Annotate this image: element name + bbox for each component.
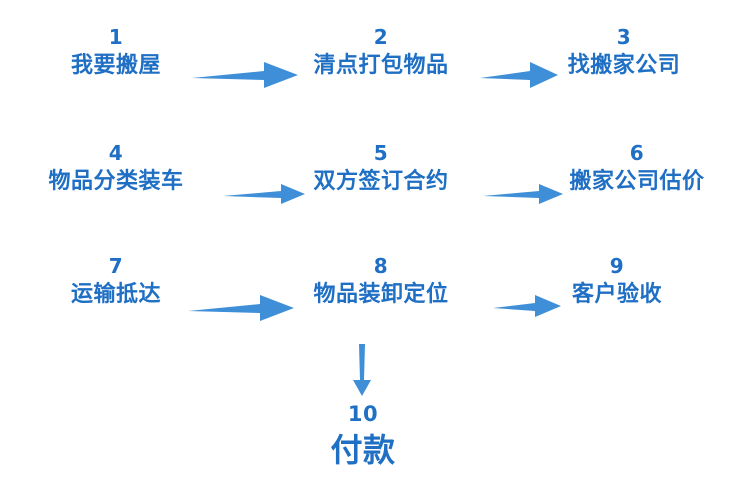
arrow-7-to-8 (186, 291, 296, 325)
step-node-7[interactable]: 7 运输抵达 (71, 253, 161, 311)
step-number-7: 7 (108, 254, 124, 278)
step-label-9: 客户验收 (571, 282, 663, 307)
arrow-1-to-2 (190, 58, 300, 92)
step-label-1: 我要搬屋 (70, 53, 162, 78)
step-node-1[interactable]: 1 我要搬屋 (71, 24, 161, 82)
step-node-5[interactable]: 5 双方签订合约 (313, 140, 448, 198)
step-number-8: 8 (373, 254, 389, 278)
step-label-7: 运输抵达 (70, 282, 162, 307)
arrow-8-to-10 (347, 342, 377, 398)
step-label-2: 清点打包物品 (313, 53, 449, 78)
step-label-10: 付款 (330, 431, 396, 469)
step-label-6: 搬家公司估价 (569, 169, 705, 194)
step-node-9[interactable]: 9 客户验收 (572, 253, 662, 311)
step-number-4: 4 (108, 141, 124, 165)
arrow-5-to-6 (481, 180, 565, 208)
arrow-4-to-5 (221, 180, 307, 208)
step-number-3: 3 (616, 25, 632, 49)
arrow-8-to-9 (491, 291, 563, 321)
step-node-6[interactable]: 6 搬家公司估价 (569, 140, 704, 198)
step-label-5: 双方签订合约 (313, 169, 449, 194)
step-number-6: 6 (629, 141, 645, 165)
step-label-8: 物品装卸定位 (313, 282, 449, 307)
step-node-3[interactable]: 3 找搬家公司 (568, 24, 681, 82)
step-number-5: 5 (373, 141, 389, 165)
step-label-3: 找搬家公司 (567, 53, 681, 78)
arrow-2-to-3 (478, 58, 560, 92)
step-number-2: 2 (373, 25, 389, 49)
step-node-4[interactable]: 4 物品分类装车 (48, 140, 183, 198)
step-number-1: 1 (108, 25, 124, 49)
step-node-2[interactable]: 2 清点打包物品 (313, 24, 448, 82)
step-node-10[interactable]: 10 付款 (330, 400, 395, 472)
step-node-8[interactable]: 8 物品装卸定位 (313, 253, 448, 311)
step-label-4: 物品分类装车 (48, 169, 184, 194)
step-number-10: 10 (347, 402, 379, 426)
step-number-9: 9 (609, 254, 625, 278)
